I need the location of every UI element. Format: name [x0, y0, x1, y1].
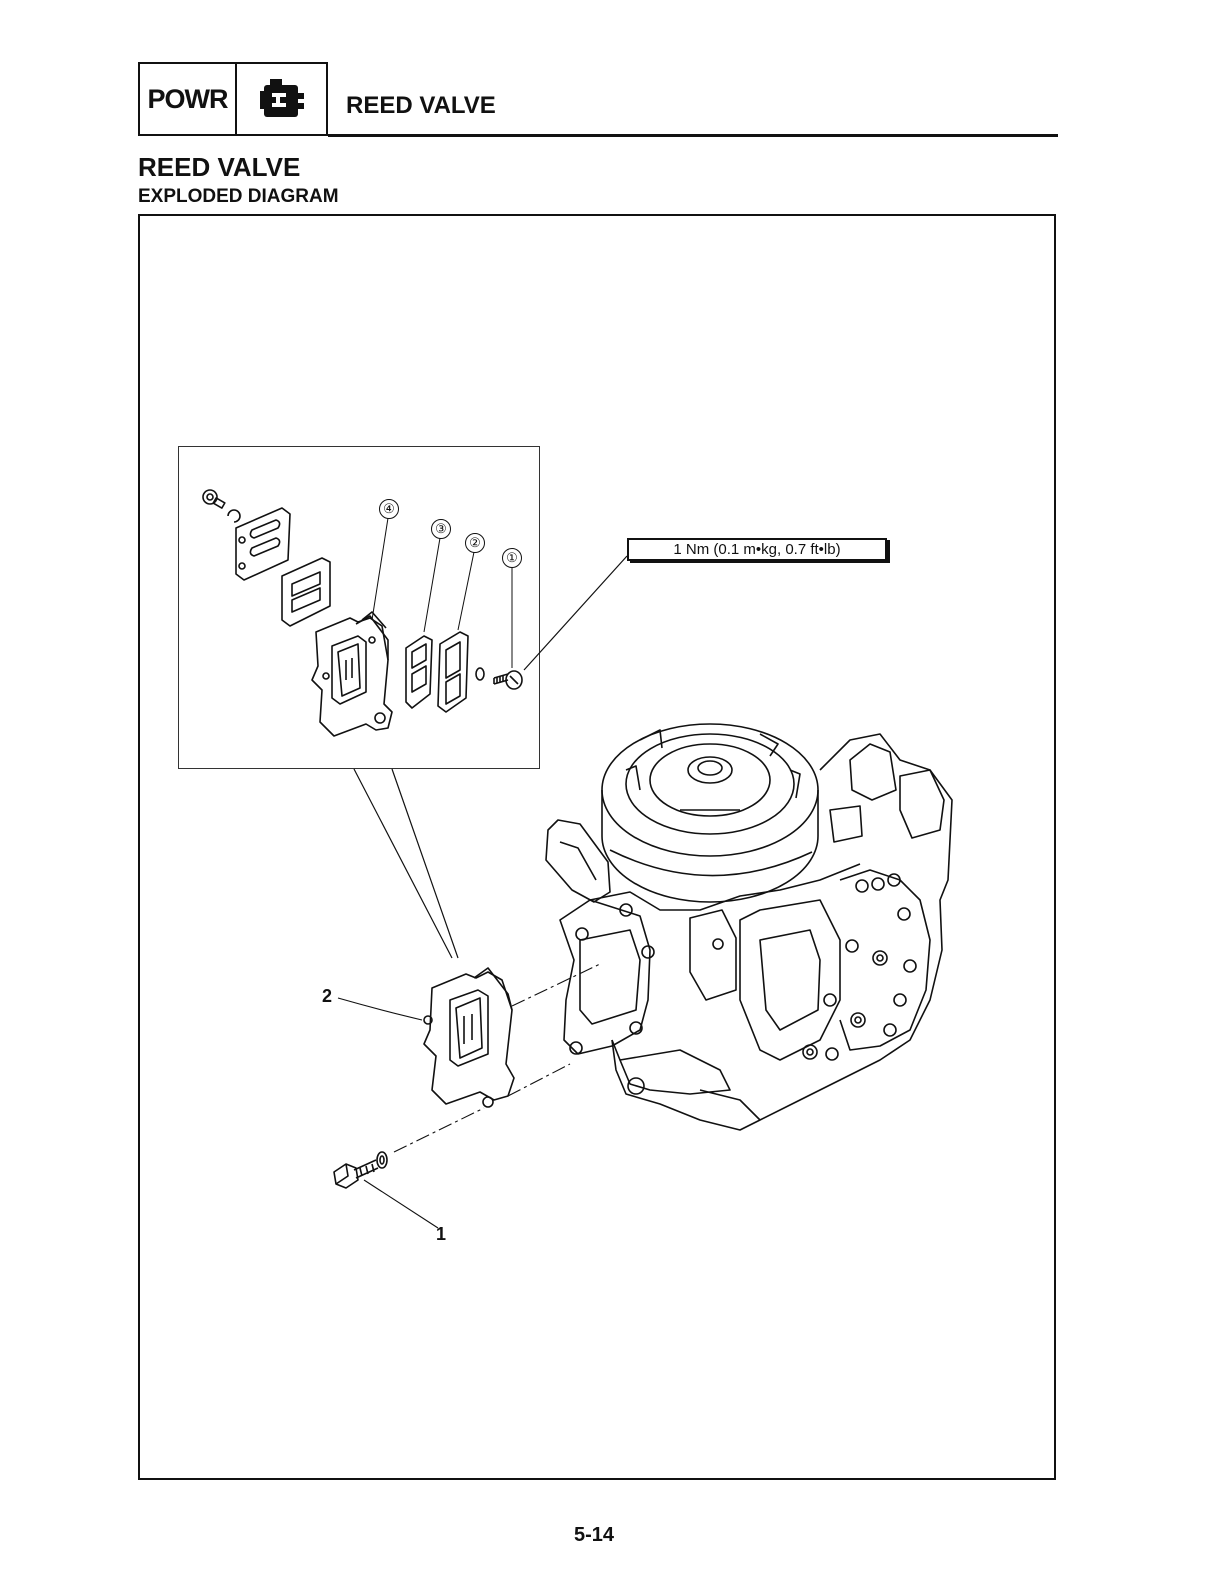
crankcase	[560, 734, 952, 1130]
torque-spec-label: 1 Nm (0.1 m•kg, 0.7 ft•lb)	[627, 538, 887, 561]
callout-circled-3: ③	[431, 519, 451, 539]
inset-gasket	[406, 636, 432, 708]
inset-stopper-plate	[236, 508, 290, 580]
flywheel	[602, 724, 818, 902]
callout-circled-4: ④	[379, 499, 399, 519]
inset-screw-icon	[203, 490, 240, 522]
inset-reed-plate	[438, 632, 468, 712]
inset-reed-petal	[282, 558, 330, 626]
callout-1: 1	[436, 1224, 446, 1245]
engine-bracket	[546, 820, 610, 902]
page-number: 5-14	[574, 1524, 614, 1547]
callout-2: 2	[322, 986, 332, 1007]
main-reed-valve	[424, 968, 514, 1107]
main-bolt	[334, 1152, 387, 1188]
inset-screw	[476, 668, 522, 689]
callout-circled-1: ①	[502, 548, 522, 568]
inset-valve-body	[312, 612, 392, 736]
callout-circled-2: ②	[465, 533, 485, 553]
